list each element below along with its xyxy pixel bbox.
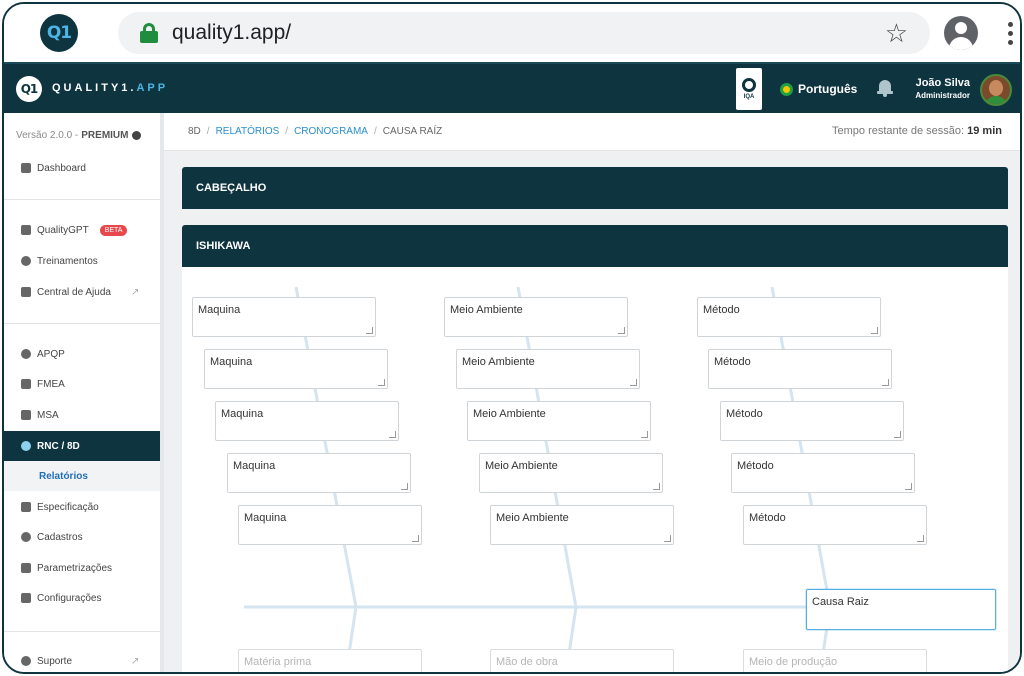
browser-toolbar: Q1 quality1.app/ ☆ (4, 4, 1020, 60)
user-name: João Silva (915, 77, 970, 89)
language-label: Português (798, 82, 858, 96)
sidebar-item-dashboard[interactable]: Dashboard (4, 153, 160, 183)
cause-input-materia-prima[interactable]: Matéria prima (238, 649, 422, 672)
user-role: Administrador (915, 91, 970, 100)
cause-input-maquina[interactable]: Maquina (215, 401, 399, 441)
cause-input-metodo[interactable]: Método (731, 453, 915, 493)
sidebar-item-fmea[interactable]: FMEA (4, 369, 160, 399)
globe-icon (21, 349, 31, 359)
language-selector[interactable]: Português (780, 82, 857, 96)
breadcrumb-relatorios[interactable]: RELATÓRIOS (215, 126, 280, 137)
avatar[interactable] (980, 74, 1012, 106)
home-icon (21, 163, 31, 173)
panel-ishikawa[interactable]: ISHIKAWA (182, 225, 1008, 267)
beta-badge: BETA (99, 224, 128, 236)
book-icon (21, 287, 31, 297)
rnc-icon (21, 441, 31, 451)
cause-input-meio-ambiente[interactable]: Meio Ambiente (479, 453, 663, 493)
main-content: 8D / RELATÓRIOS / CRONOGRAMA / CAUSA RAÍ… (164, 113, 1020, 672)
breadcrumb-cronograma[interactable]: CRONOGRAMA (294, 126, 368, 137)
breadcrumb-bar: 8D / RELATÓRIOS / CRONOGRAMA / CAUSA RAÍ… (164, 113, 1020, 151)
cause-input-maquina[interactable]: Maquina (227, 453, 411, 493)
ishikawa-diagram: Maquina Maquina Maquina Maquina Maquina … (182, 267, 1008, 672)
cause-input-metodo[interactable]: Método (697, 297, 881, 337)
badge-ring-icon (742, 78, 756, 92)
site-favicon[interactable]: Q1 (40, 14, 78, 52)
notification-bell-icon[interactable] (877, 80, 893, 98)
cause-input-maquina[interactable]: Maquina (204, 349, 388, 389)
badge-icon (21, 256, 31, 266)
sidebar-item-configuracoes[interactable]: Configurações (4, 583, 160, 613)
sidebar-item-suporte[interactable]: Suporte↗ (4, 646, 160, 672)
sidebar-item-apqp[interactable]: APQP (4, 339, 160, 369)
cause-input-meio-ambiente[interactable]: Meio Ambiente (444, 297, 628, 337)
cause-input-metodo[interactable]: Método (720, 401, 904, 441)
fmea-icon (21, 379, 31, 389)
sidebar-item-central-de-ajuda[interactable]: Central de Ajuda↗ (4, 277, 160, 307)
cause-input-meio-ambiente[interactable]: Meio Ambiente (490, 505, 674, 545)
sidebar-item-msa[interactable]: MSA (4, 400, 160, 430)
effect-input-causa-raiz[interactable]: Causa Raiz (806, 589, 996, 630)
cause-input-meio-de-producao[interactable]: Meio de produção (743, 649, 927, 672)
sidebar-item-relatorios[interactable]: Relatórios (4, 461, 160, 491)
sidebar-item-treinamentos[interactable]: Treinamentos (4, 246, 160, 276)
sidebar: Versão 2.0.0 - PREMIUM Dashboard Quality… (4, 113, 164, 672)
external-link-icon: ↗ (131, 655, 140, 667)
sliders-icon (21, 563, 31, 573)
brazil-flag-icon (780, 82, 793, 96)
sidebar-item-cadastros[interactable]: Cadastros (4, 522, 160, 552)
bookmark-star-icon[interactable]: ☆ (884, 18, 908, 48)
browser-menu-icon[interactable] (1008, 22, 1014, 45)
cause-input-mao-de-obra[interactable]: Mão de obra (490, 649, 674, 672)
sidebar-item-rnc-8d[interactable]: RNC / 8D (4, 431, 160, 461)
certification-badge: IQA (736, 68, 762, 110)
session-timer: Tempo restante de sessão: 19 min (832, 125, 1002, 137)
url-text[interactable]: quality1.app/ (172, 21, 292, 44)
breadcrumb-causa-raiz: CAUSA RAÍZ (382, 126, 443, 137)
cause-input-maquina[interactable]: Maquina (192, 297, 376, 337)
sidebar-item-parametrizacoes[interactable]: Parametrizações (4, 553, 160, 583)
cause-input-meio-ambiente[interactable]: Meio Ambiente (467, 401, 651, 441)
user-menu[interactable]: João Silva Administrador (915, 77, 970, 100)
brand-logo[interactable]: Q1 (16, 76, 42, 102)
verified-check-icon (131, 131, 141, 140)
cause-input-metodo[interactable]: Método (708, 349, 892, 389)
robot-icon (21, 225, 31, 235)
lock-icon[interactable] (140, 23, 158, 43)
sidebar-item-especificacao[interactable]: Especificação (4, 492, 160, 522)
external-link-icon: ↗ (131, 286, 140, 298)
breadcrumb-8d: 8D (188, 126, 201, 137)
tools-icon (21, 593, 31, 603)
cloud-icon (21, 410, 31, 420)
app-header: Q1 QUALITY1.APP IQA Português João Silva… (4, 62, 1020, 113)
brand-name[interactable]: QUALITY1.APP (52, 82, 169, 94)
panel-cabecalho[interactable]: CABEÇALHO (182, 167, 1008, 209)
plus-circle-icon (21, 532, 31, 542)
cause-input-metodo[interactable]: Método (743, 505, 927, 545)
breadcrumb: 8D / RELATÓRIOS / CRONOGRAMA / CAUSA RAÍ… (188, 126, 443, 137)
address-bar[interactable]: quality1.app/ ☆ (118, 12, 930, 54)
cause-input-meio-ambiente[interactable]: Meio Ambiente (456, 349, 640, 389)
list-icon (21, 502, 31, 512)
cause-input-maquina[interactable]: Maquina (238, 505, 422, 545)
help-icon (21, 656, 31, 666)
account-icon[interactable] (944, 16, 978, 50)
version-label: Versão 2.0.0 - PREMIUM (16, 130, 141, 141)
